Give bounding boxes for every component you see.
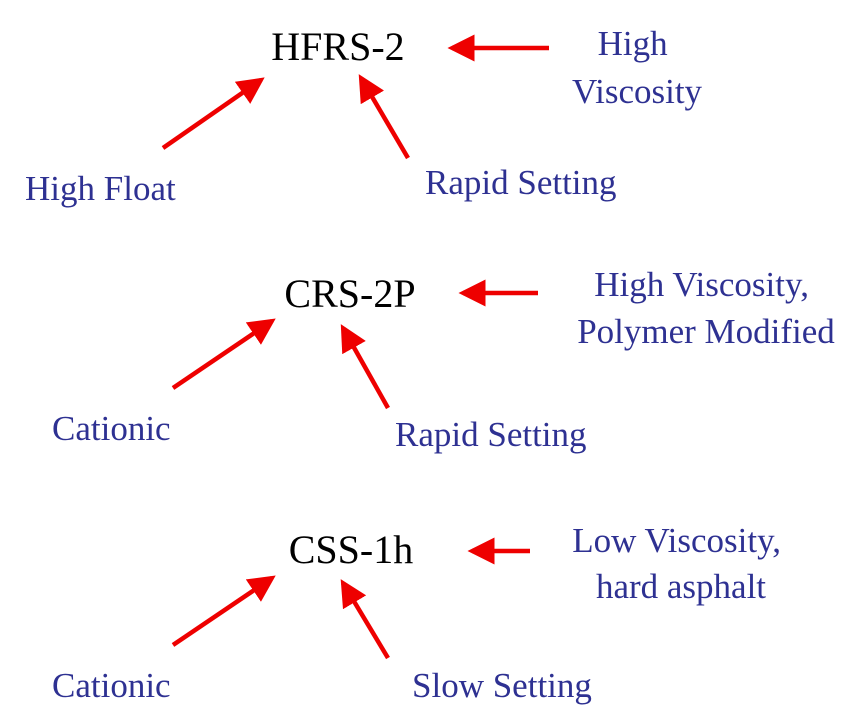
right-label: Low Viscosity, hard asphalt [572, 521, 790, 606]
arrow-left-label [171, 318, 276, 390]
designation-group-css-1h: CSS-1h Low Viscosity, hard asphalt Catio… [52, 521, 790, 705]
left-label: Cationic [52, 409, 171, 448]
arrow-left-label [161, 77, 265, 150]
designation-group-crs-2p: CRS-2P High Viscosity, Polymer Modified … [52, 265, 835, 454]
left-label: Cationic [52, 666, 171, 705]
right-label-line-2: hard asphalt [596, 567, 766, 606]
right-label: High Viscosity [572, 24, 703, 111]
arrow-bottom-label [340, 324, 390, 410]
right-label-line-2: Viscosity [572, 72, 703, 111]
arrow-left-label [171, 575, 276, 647]
right-label-line-1: High Viscosity, [594, 265, 809, 304]
designation-code: CSS-1h [289, 527, 414, 572]
designation-group-hfrs-2: HFRS-2 High Viscosity High Float Rapid S… [25, 24, 703, 208]
bottom-label: Slow Setting [412, 666, 592, 705]
arrow-bottom-label [340, 579, 390, 660]
designation-code: HFRS-2 [271, 24, 404, 69]
right-label-line-2: Polymer Modified [577, 312, 835, 351]
right-label-line-1: High [598, 24, 669, 63]
bottom-label: Rapid Setting [395, 415, 587, 454]
arrow-bottom-label [358, 74, 410, 160]
designation-code: CRS-2P [284, 271, 415, 316]
left-label: High Float [25, 169, 176, 208]
bottom-label: Rapid Setting [425, 163, 617, 202]
right-label-line-1: Low Viscosity, [572, 521, 781, 560]
right-label: High Viscosity, Polymer Modified [577, 265, 835, 351]
